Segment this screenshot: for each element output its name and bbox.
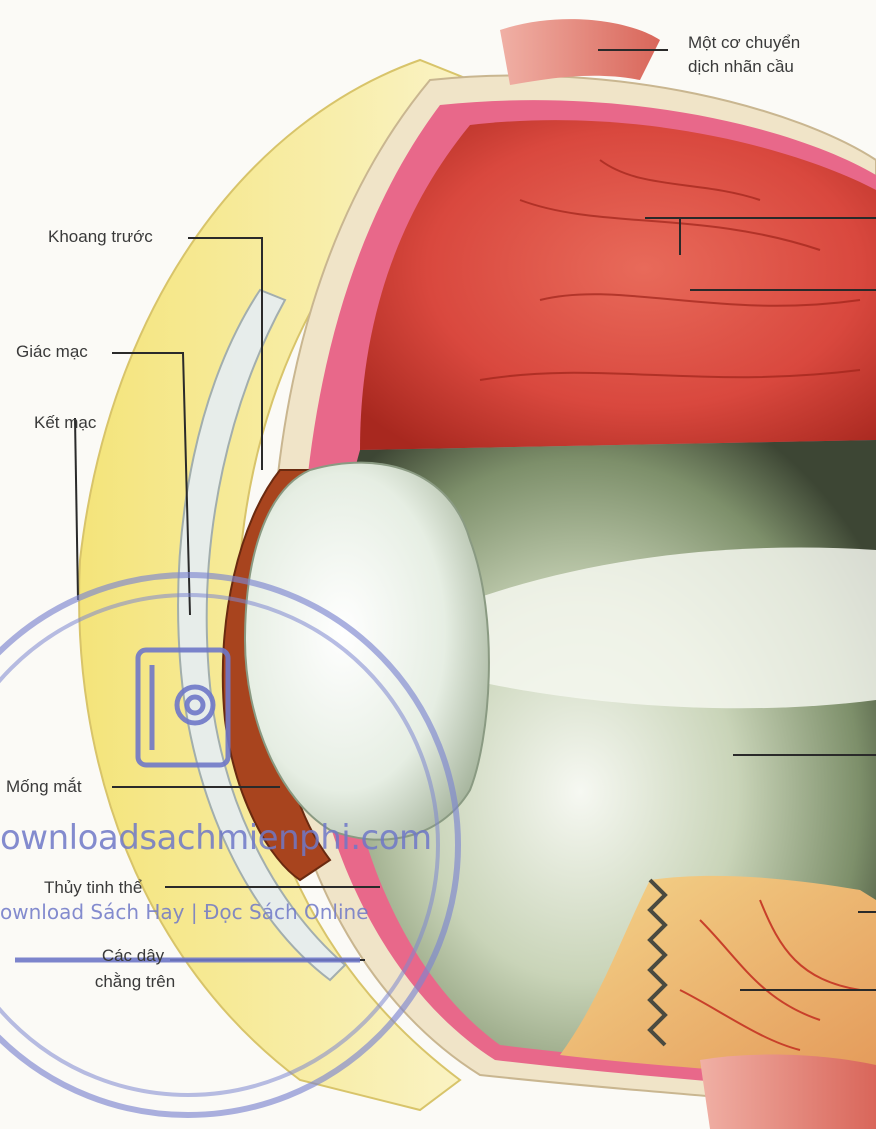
upper-muscle-shape <box>500 19 660 85</box>
watermark-site-text: ownloadsachmienphi.com <box>0 818 432 858</box>
leader-conjunctiva <box>75 418 78 600</box>
label-ligaments-line2: chằng trên <box>80 971 190 992</box>
label-iris: Mống mắt <box>6 776 82 797</box>
lower-muscle-shape <box>700 1055 876 1129</box>
label-lens: Thủy tinh thể <box>44 877 142 898</box>
label-ligaments-line1: Các dây <box>88 945 178 966</box>
label-anterior-chamber: Khoang trước <box>48 226 153 247</box>
label-muscle-line1: Một cơ chuyển <box>688 32 800 53</box>
label-conjunctiva: Kết mạc <box>34 412 96 433</box>
label-cornea: Giác mạc <box>16 341 88 362</box>
label-muscle-line2: dịch nhãn cầu <box>688 56 794 77</box>
watermark-tagline-text: ownload Sách Hay | Đọc Sách Online <box>0 900 369 924</box>
